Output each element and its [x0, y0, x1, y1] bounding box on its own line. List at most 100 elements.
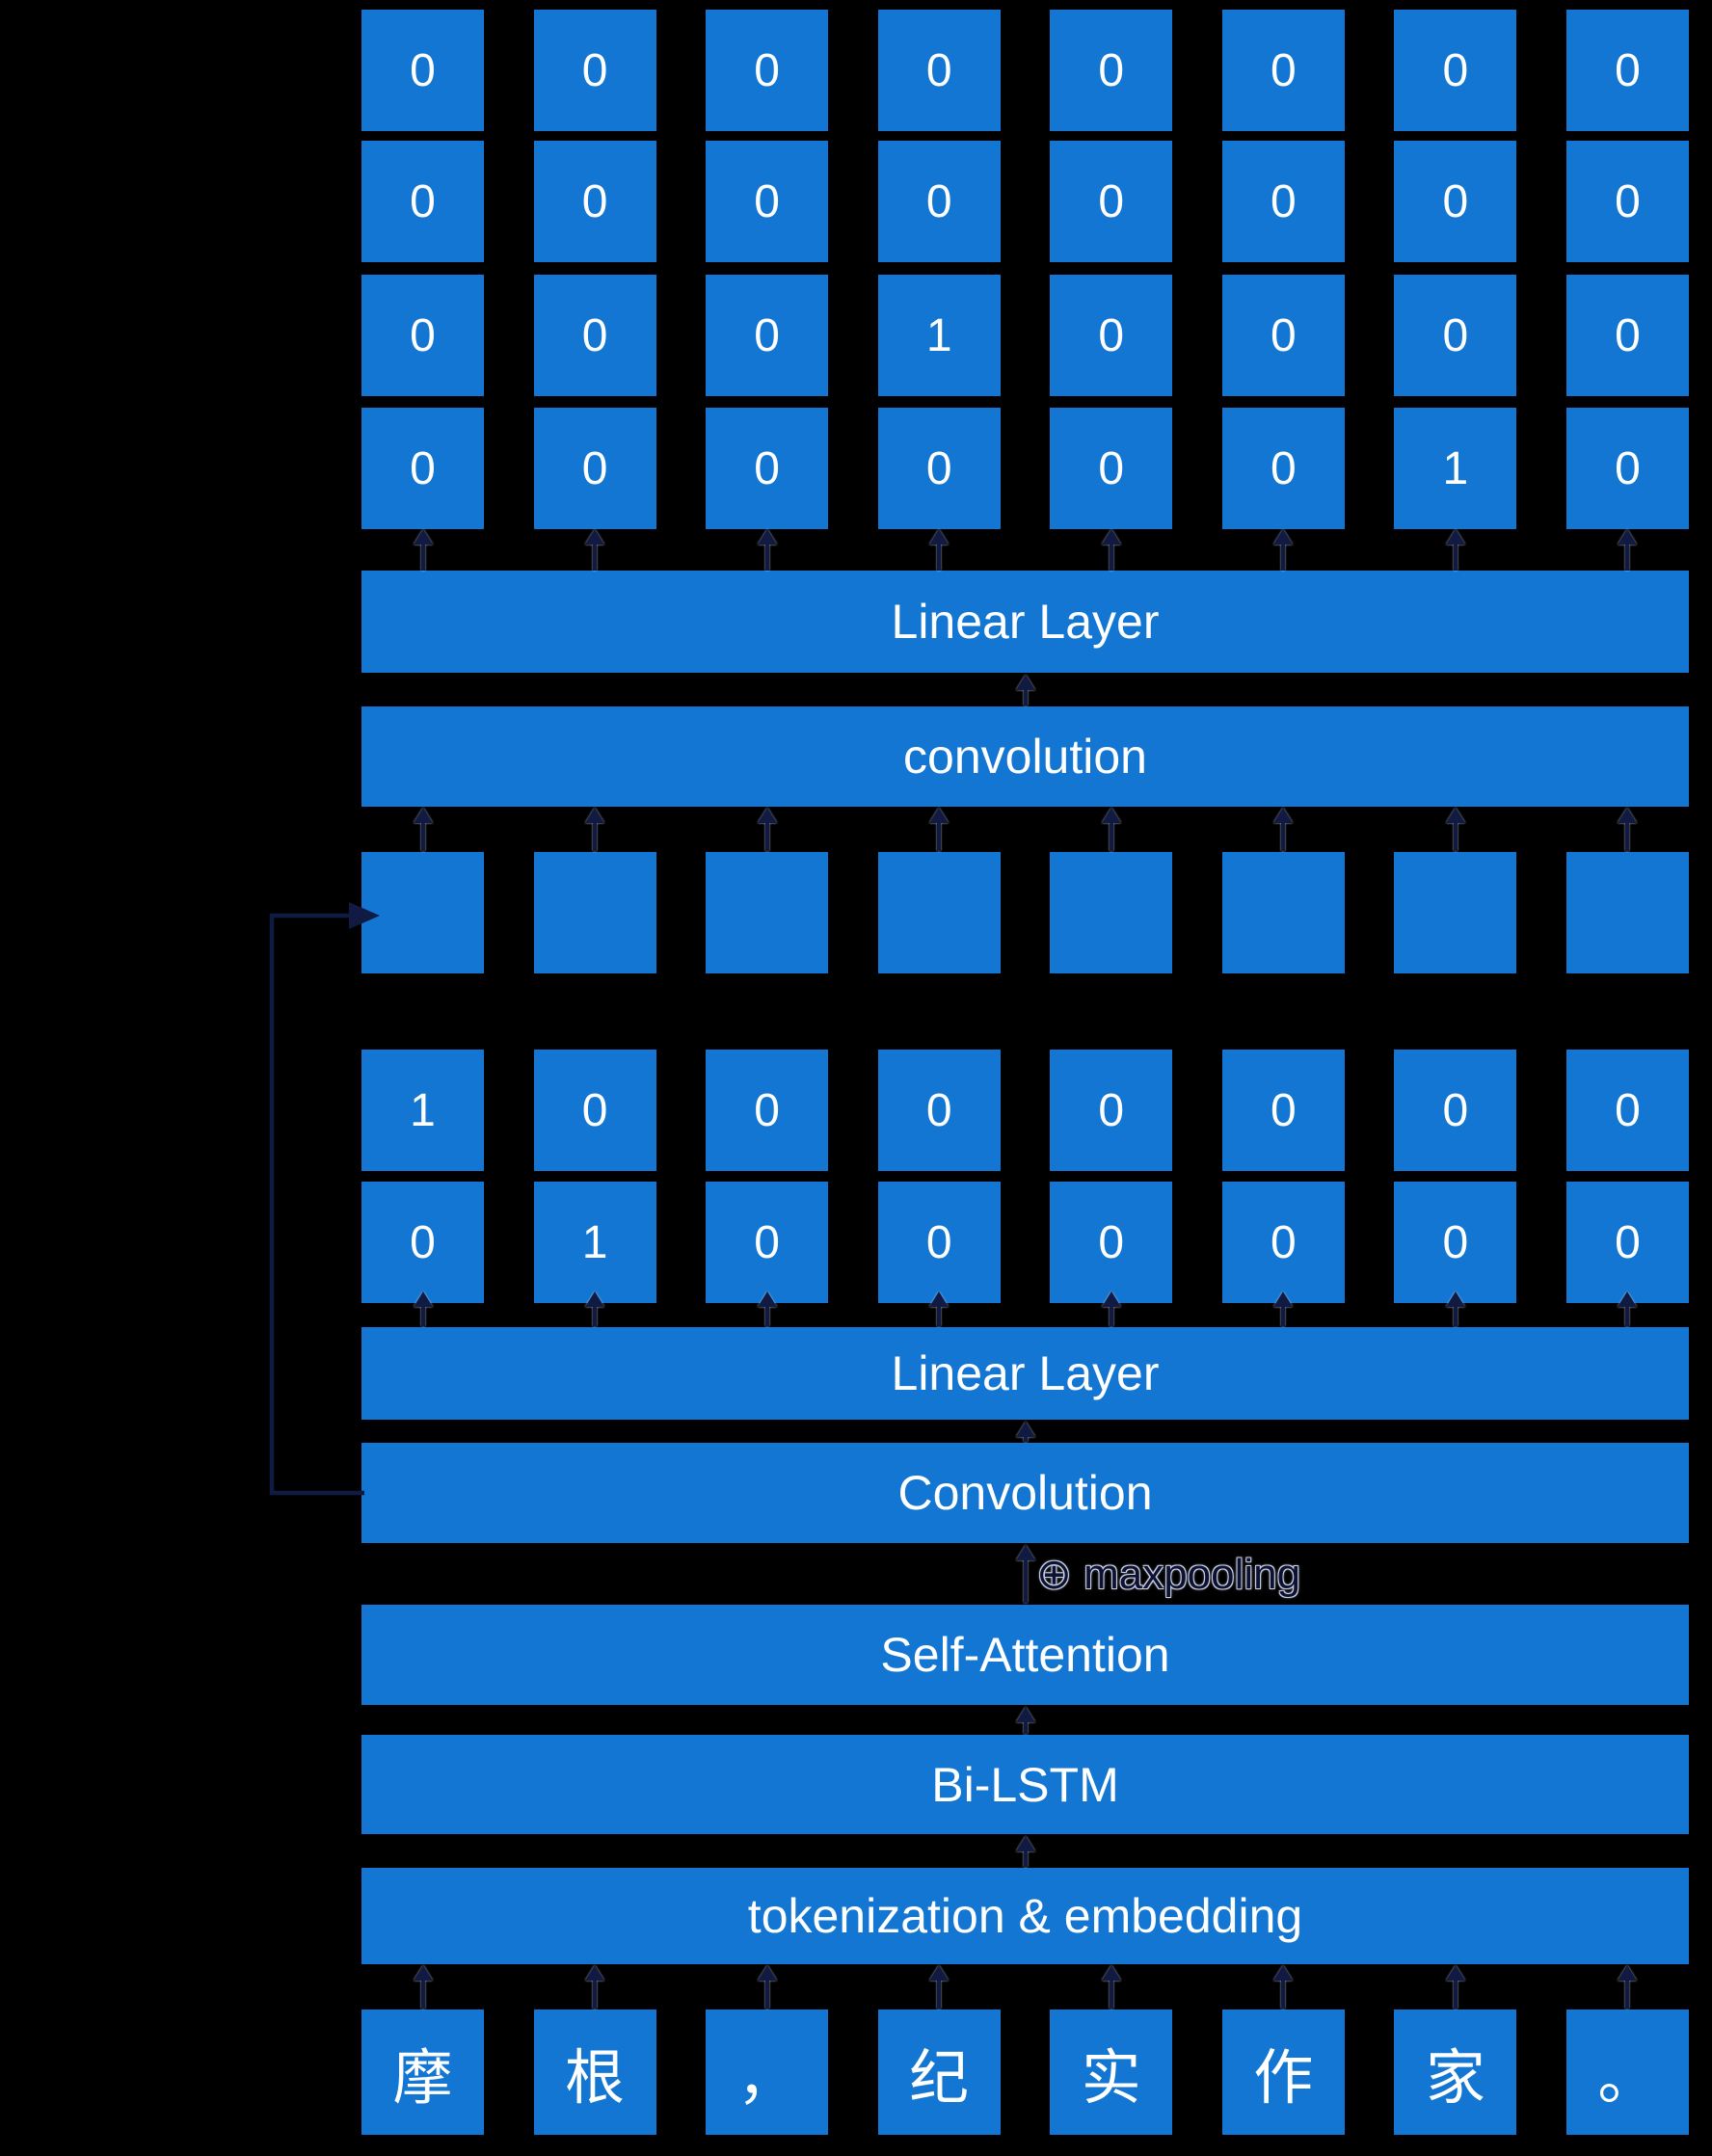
linear-layer-bar-upper: Linear Layer — [361, 571, 1689, 673]
token-cell: 根 — [533, 2010, 656, 2135]
matrix-cell: 1 — [533, 1182, 656, 1303]
convolution-label-lower: Convolution — [897, 1466, 1153, 1520]
matrix-cell: 0 — [1565, 1182, 1689, 1303]
up-arrow-icon — [1618, 1291, 1638, 1326]
token-cell: 摩 — [361, 2010, 484, 2135]
matrix-cell: 0 — [1221, 141, 1345, 262]
matrix-cell: 0 — [1394, 1050, 1517, 1171]
up-arrow-icon — [929, 529, 950, 571]
gate-cell — [1221, 852, 1345, 973]
matrix-cell: 0 — [1565, 10, 1689, 131]
gate-vector-row — [361, 852, 1689, 973]
up-arrow-icon — [1273, 808, 1294, 851]
linear-layer-label-upper: Linear Layer — [891, 595, 1160, 649]
center-arrow-5 — [361, 1836, 1689, 1867]
up-arrow-icon — [1015, 1422, 1035, 1442]
up-arrow-icon — [1273, 1965, 1294, 2009]
matrix-cell: 0 — [877, 1050, 1001, 1171]
up-arrow-icon — [929, 808, 950, 851]
up-arrow-icon — [1618, 529, 1638, 571]
up-arrow-icon — [585, 808, 605, 851]
matrix-cell: 0 — [706, 408, 829, 529]
gate-cell — [361, 852, 484, 973]
up-arrow-icon — [1015, 1545, 1035, 1603]
token-cell: ， — [706, 2010, 829, 2135]
matrix-cell: 0 — [533, 275, 656, 396]
up-arrow-icon — [1445, 808, 1465, 851]
matrix-cell: 0 — [533, 408, 656, 529]
matrix-cell: 0 — [533, 10, 656, 131]
matrix-cell: 0 — [1394, 10, 1517, 131]
matrix-cell: 0 — [1221, 275, 1345, 396]
matrix-cell: 0 — [361, 275, 484, 396]
up-arrow-icon — [585, 529, 605, 571]
matrix-cell: 0 — [877, 141, 1001, 262]
linear-layer-bar-lower: Linear Layer — [361, 1327, 1689, 1420]
up-arrow-icon — [757, 1965, 777, 2009]
up-arrow-icon — [1101, 1965, 1121, 2009]
up-arrow-icon — [1445, 1965, 1465, 2009]
matrix-cell: 1 — [877, 275, 1001, 396]
matrix-cell: 0 — [1050, 275, 1173, 396]
up-arrow-icon — [1015, 1707, 1035, 1734]
matrix-cell: 0 — [877, 408, 1001, 529]
arrow-row-gate — [361, 808, 1689, 851]
up-arrow-icon — [757, 529, 777, 571]
up-arrow-icon — [413, 1291, 433, 1326]
up-arrow-icon — [1101, 808, 1121, 851]
matrix-cell: 0 — [1565, 275, 1689, 396]
token-cell: 家 — [1394, 2010, 1517, 2135]
matrix-cell: 0 — [1221, 1050, 1345, 1171]
up-arrow-icon — [413, 529, 433, 571]
matrix-cell: 0 — [706, 1050, 829, 1171]
up-arrow-icon — [585, 1965, 605, 2009]
matrix-cell: 0 — [706, 275, 829, 396]
up-arrow-icon — [757, 1291, 777, 1326]
convolution-bar-upper: convolution — [361, 706, 1689, 807]
matrix-cell: 0 — [1050, 1050, 1173, 1171]
bilstm-label: Bi-LSTM — [931, 1757, 1119, 1812]
up-arrow-icon — [413, 1965, 433, 2009]
up-arrow-icon — [1445, 1291, 1465, 1326]
feedback-elbow-arrow-icon — [269, 902, 380, 1496]
up-arrow-icon — [1273, 1291, 1294, 1326]
matrix-cell: 0 — [361, 10, 484, 131]
tokenization-embedding-bar: tokenization & embedding — [361, 1868, 1689, 1964]
matrix-cell: 0 — [706, 1182, 829, 1303]
arrow-row-feature — [361, 1291, 1689, 1326]
linear-layer-label-lower: Linear Layer — [891, 1346, 1160, 1400]
token-cell: 。 — [1565, 2010, 1689, 2135]
arrow-row-tokens — [361, 1965, 1689, 2009]
up-arrow-icon — [1015, 1836, 1035, 1867]
center-arrow-1 — [361, 675, 1689, 705]
arrow-row-output — [361, 529, 1689, 571]
up-arrow-icon — [1618, 808, 1638, 851]
token-cell: 实 — [1050, 2010, 1173, 2135]
up-arrow-icon — [1101, 1291, 1121, 1326]
center-arrow-4 — [361, 1707, 1689, 1734]
token-cell: 纪 — [877, 2010, 1001, 2135]
matrix-cell: 0 — [1394, 1182, 1517, 1303]
matrix-cell: 0 — [1221, 1182, 1345, 1303]
token-cell: 作 — [1221, 2010, 1345, 2135]
up-arrow-icon — [929, 1965, 950, 2009]
matrix-cell: 0 — [1221, 408, 1345, 529]
convolution-label-upper: convolution — [903, 730, 1147, 784]
matrix-cell: 1 — [1394, 408, 1517, 529]
matrix-cell: 0 — [877, 10, 1001, 131]
gate-cell — [706, 852, 829, 973]
matrix-cell: 0 — [1050, 1182, 1173, 1303]
tokenization-embedding-label: tokenization & embedding — [747, 1889, 1303, 1943]
matrix-cell: 0 — [1050, 408, 1173, 529]
matrix-cell: 1 — [361, 1050, 484, 1171]
gate-cell — [533, 852, 656, 973]
center-arrow-2 — [361, 1422, 1689, 1442]
matrix-cell: 0 — [877, 1182, 1001, 1303]
bilstm-bar: Bi-LSTM — [361, 1735, 1689, 1834]
